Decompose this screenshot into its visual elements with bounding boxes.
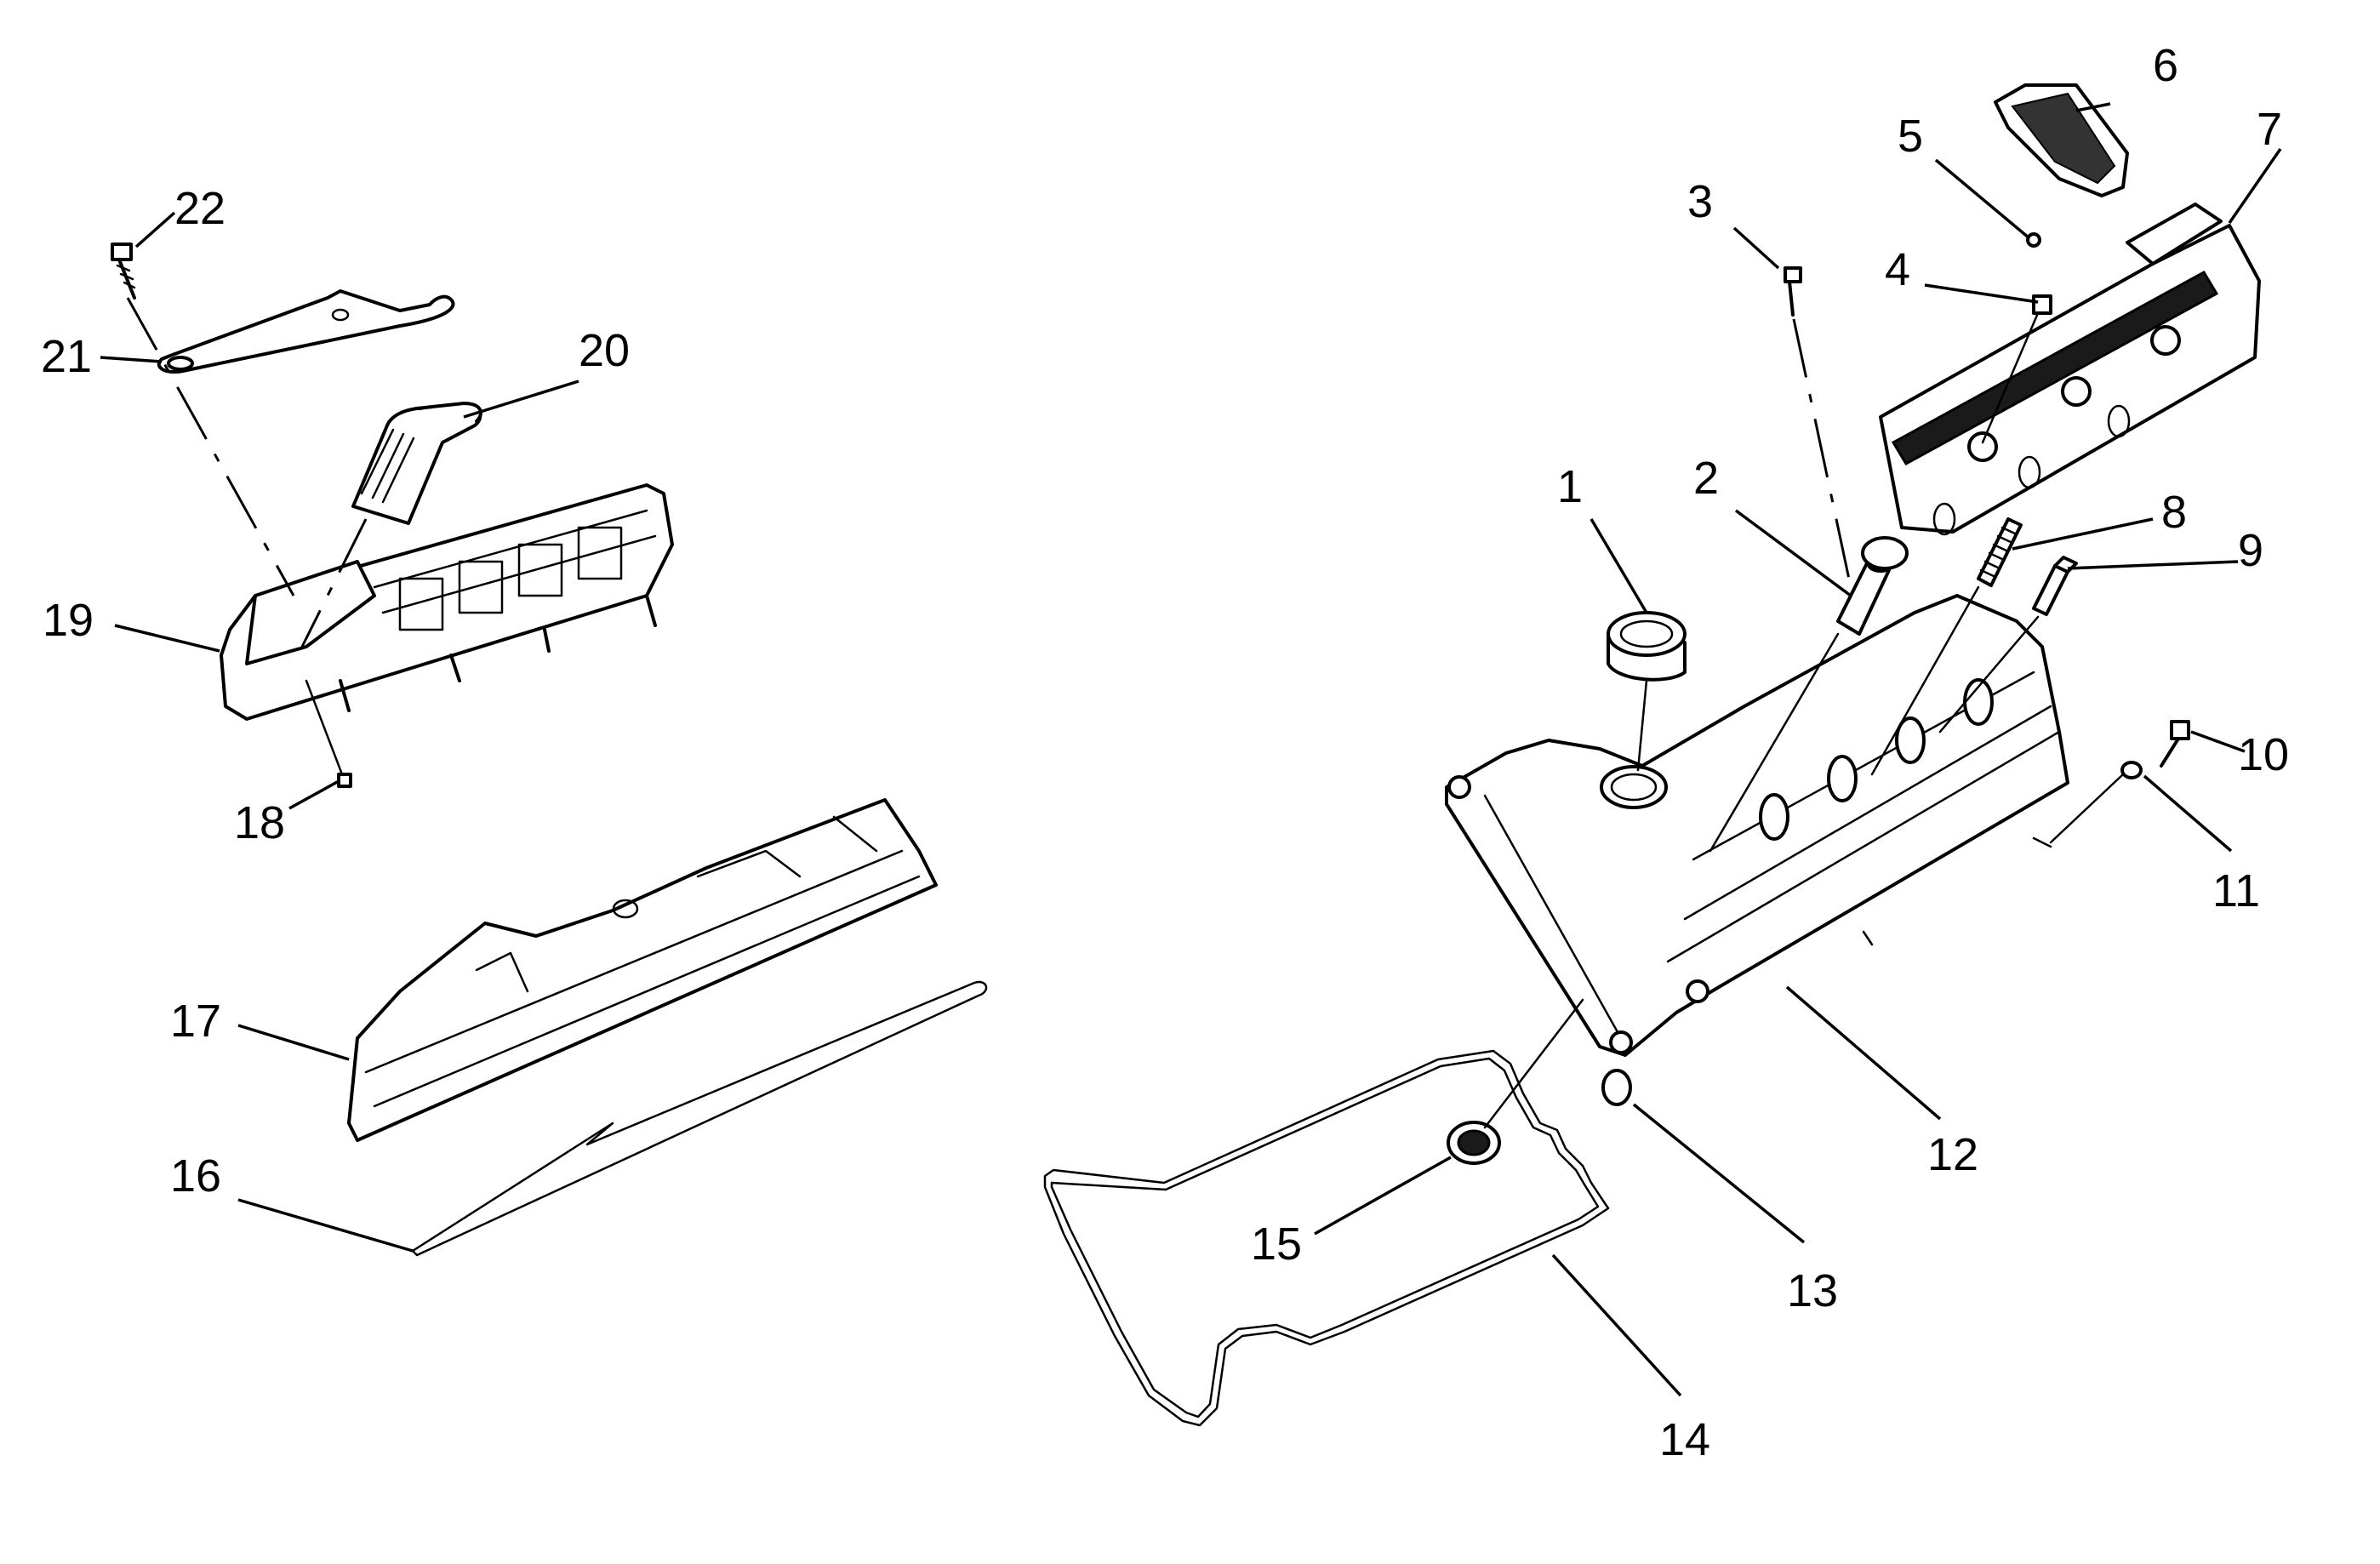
part-4-bolt bbox=[1981, 294, 2052, 444]
part-7-coil-cover bbox=[1879, 203, 2261, 536]
callout-9: 9 bbox=[2238, 525, 2263, 576]
callout-13: 13 bbox=[1787, 1265, 1838, 1316]
callout-15: 15 bbox=[1251, 1219, 1302, 1270]
callout-7: 7 bbox=[2257, 104, 2282, 155]
part-19-coil-assembly bbox=[220, 483, 674, 721]
callout-1: 1 bbox=[1557, 461, 1583, 512]
centerline-18 bbox=[305, 679, 344, 776]
part-10-bolt bbox=[2160, 720, 2190, 768]
callout-10: 10 bbox=[2238, 729, 2289, 780]
callout-5: 5 bbox=[1898, 111, 1923, 162]
part-9-spark-plug bbox=[2032, 556, 2078, 616]
part-18-bolt bbox=[337, 773, 352, 788]
callout-8: 8 bbox=[2161, 487, 2187, 538]
centerline-15 bbox=[1483, 998, 1584, 1129]
callout-4: 4 bbox=[1885, 244, 1910, 295]
centerline-9 bbox=[1938, 615, 2040, 733]
callout-3: 3 bbox=[1687, 176, 1713, 227]
callout-18: 18 bbox=[234, 797, 285, 848]
centerline-10 bbox=[2049, 773, 2125, 844]
part-15-seal bbox=[1447, 1121, 1501, 1165]
part-21-bracket bbox=[157, 289, 455, 374]
callout-12: 12 bbox=[1927, 1129, 1978, 1180]
centerline-8 bbox=[1870, 585, 1980, 776]
part-13-grommet bbox=[1601, 1069, 1632, 1106]
callout-14: 14 bbox=[1659, 1414, 1710, 1465]
callout-21: 21 bbox=[41, 331, 92, 382]
callout-20: 20 bbox=[579, 325, 630, 376]
part-17-valve-cover bbox=[347, 798, 938, 1142]
centerline-21-19 bbox=[126, 297, 295, 596]
part-11-washer bbox=[2120, 761, 2143, 779]
callout-22: 22 bbox=[174, 183, 225, 234]
callout-2: 2 bbox=[1693, 453, 1719, 504]
centerline-1 bbox=[1636, 679, 1648, 772]
callout-16: 16 bbox=[170, 1150, 221, 1202]
callout-6: 6 bbox=[2153, 40, 2178, 91]
part-14-gasket bbox=[1043, 1049, 1610, 1427]
leader-lines bbox=[100, 102, 2282, 1397]
part-16-gasket bbox=[411, 980, 988, 1257]
part-6-connector bbox=[1994, 83, 2129, 197]
part-12-valve-cover bbox=[1445, 594, 2069, 1057]
centerline-3 bbox=[1792, 318, 1852, 588]
grommet bbox=[1861, 536, 1909, 570]
callout-11: 11 bbox=[2212, 865, 2260, 916]
part-1-filler-cap bbox=[1607, 611, 1687, 682]
part-20-cover bbox=[351, 402, 482, 525]
callout-17: 17 bbox=[170, 996, 221, 1047]
part-22-bolt bbox=[111, 243, 136, 300]
centerline-20-19 bbox=[300, 518, 368, 648]
part-5-bolt bbox=[2026, 232, 2041, 248]
callout-19: 19 bbox=[43, 595, 94, 646]
part-3-bolt bbox=[1784, 266, 1802, 317]
part-8-spring bbox=[1977, 517, 2023, 587]
centerline-2 bbox=[1709, 632, 1840, 853]
